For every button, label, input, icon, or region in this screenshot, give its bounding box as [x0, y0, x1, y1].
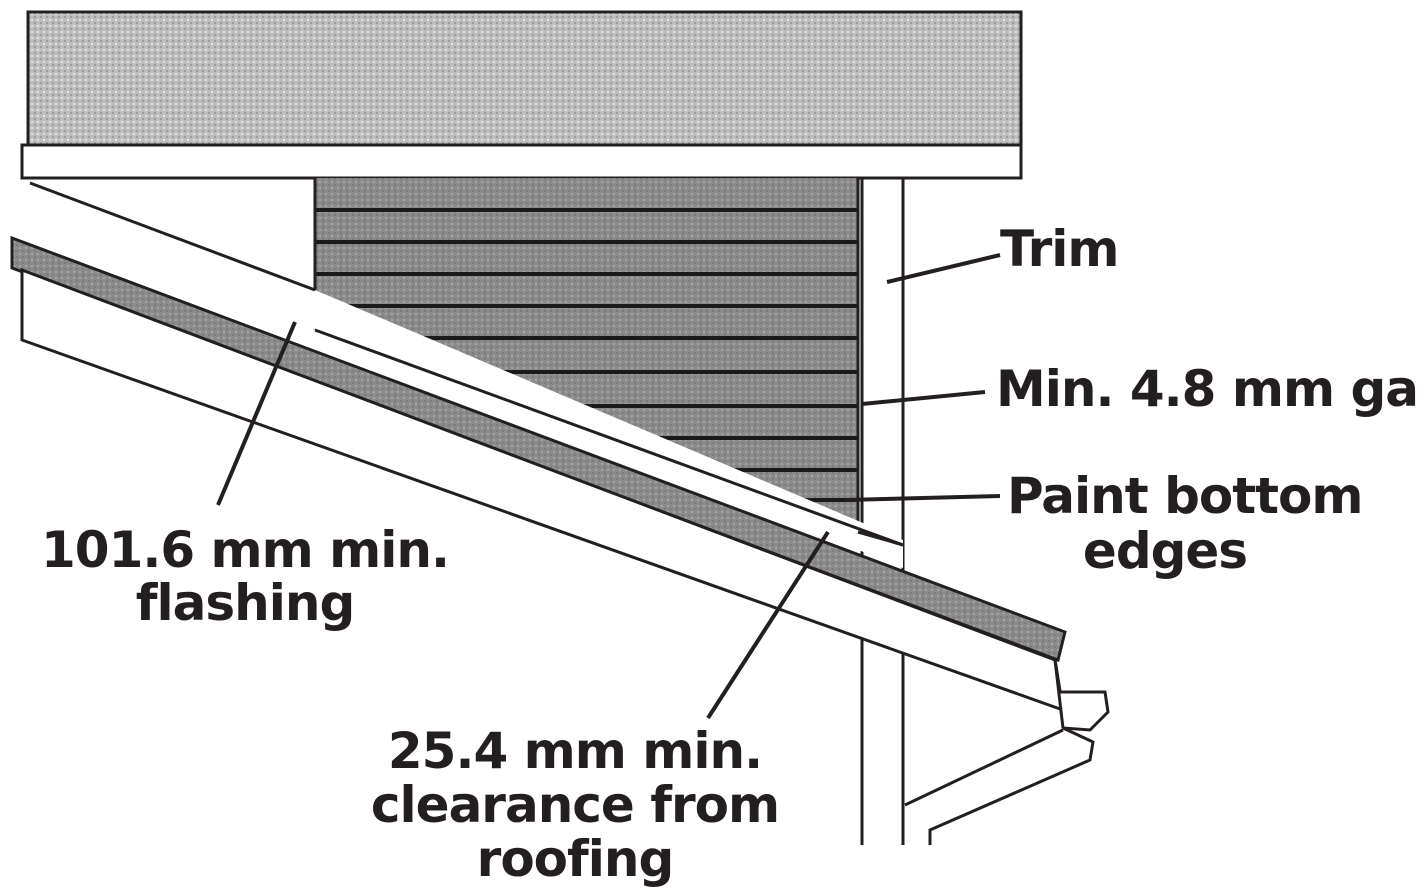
leader-lines — [216, 253, 1001, 720]
gap-label: Min. 4.8 mm gap — [996, 360, 1419, 418]
paint-leader — [844, 494, 1001, 502]
paint-label-line2: edges — [1083, 522, 1247, 580]
trim-label: Trim — [1000, 220, 1119, 278]
soffit-overhang — [26, 10, 1023, 149]
trim-leader — [886, 253, 1001, 284]
fascia-board — [20, 143, 1023, 180]
clearance-leader — [706, 530, 830, 720]
roof-shingles — [10, 235, 1067, 662]
gutter — [904, 659, 1110, 845]
step-flashing — [28, 183, 903, 568]
clearance-label-line3: roofing — [477, 830, 674, 888]
trim-board — [860, 178, 905, 845]
paint-label-line1: Paint bottom — [1007, 467, 1362, 525]
flashing-label-line2: flashing — [136, 574, 355, 632]
clearance-label-line2: clearance from — [371, 776, 779, 834]
flashing-label-line1: 101.6 mm min. — [41, 521, 449, 579]
flashing-leader — [216, 321, 297, 506]
gap-leader — [861, 390, 986, 406]
clearance-label-line1: 25.4 mm min. — [388, 722, 762, 780]
